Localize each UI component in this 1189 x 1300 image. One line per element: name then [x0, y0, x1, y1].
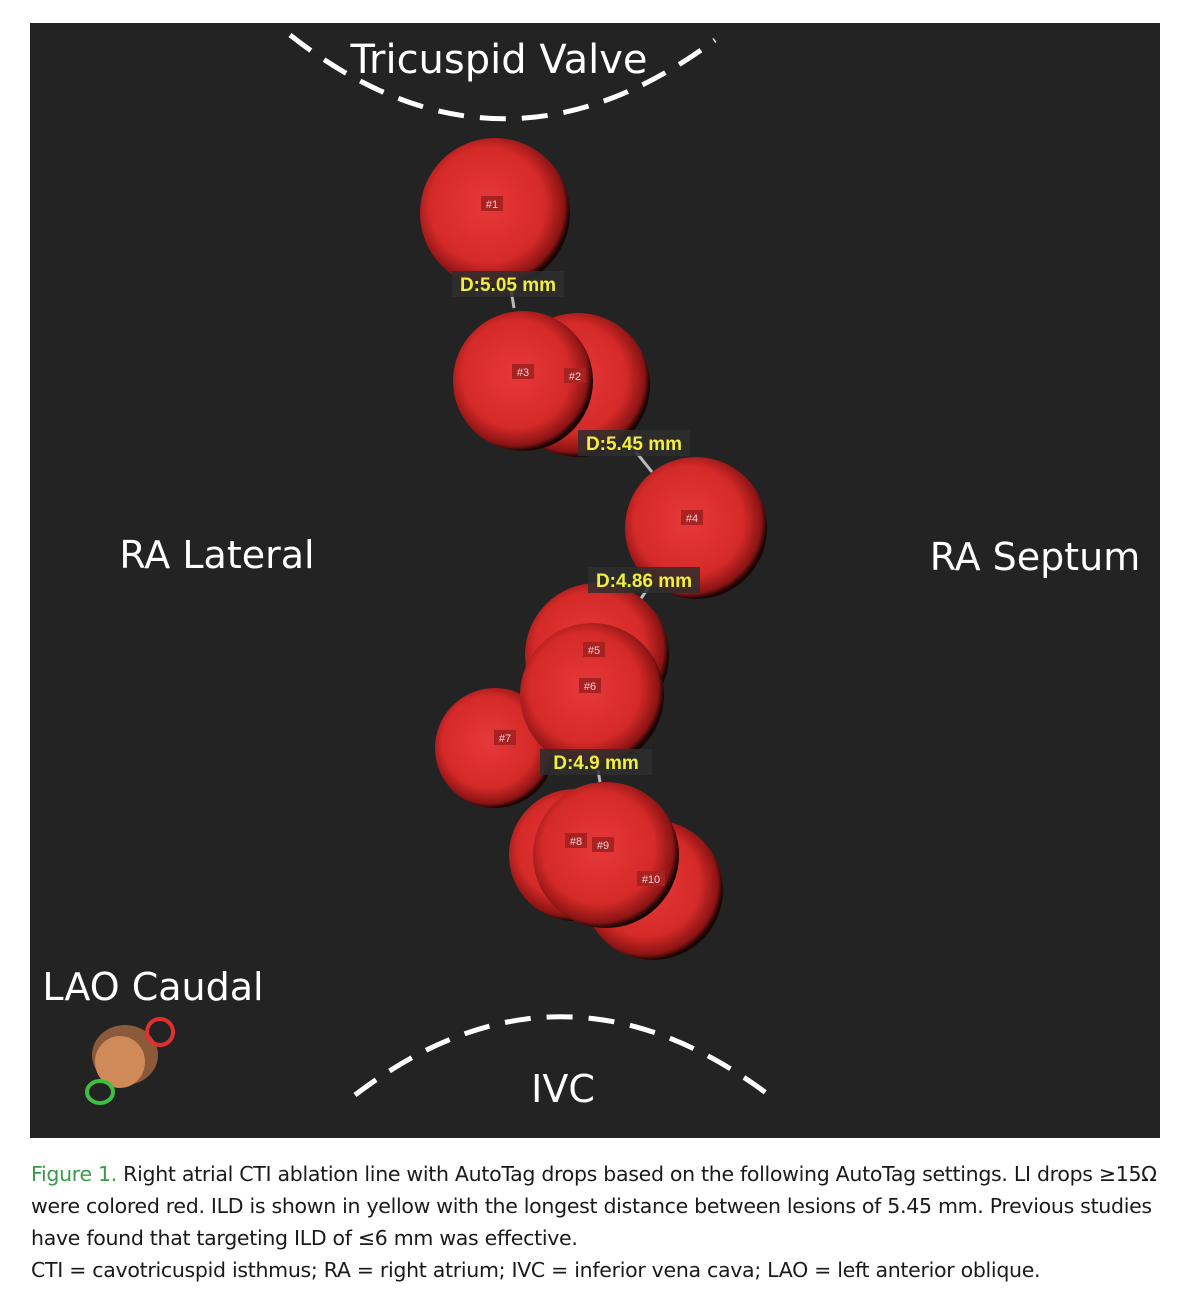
caption-lead: Figure 1.	[31, 1162, 117, 1186]
lesion-tag-6: #6	[584, 681, 596, 693]
lesion-tag-bg	[592, 837, 614, 852]
lesion-tag-bg	[583, 642, 605, 657]
distance-label: D:4.86 mm	[596, 571, 692, 592]
lesion-sphere	[625, 457, 767, 599]
lesion-tag-10: #10	[642, 874, 660, 886]
orientation-heart-icon	[85, 1017, 175, 1105]
lesion-tag-9: #9	[597, 840, 609, 852]
lesion-sphere	[420, 138, 570, 288]
caption-text: Right atrial CTI ablation line with Auto…	[31, 1162, 1157, 1250]
lesion-tag-4: #4	[686, 513, 698, 525]
distance-label-bg	[540, 749, 652, 775]
label-ivc: IVC	[531, 1067, 595, 1111]
label-tricuspid-valve: Tricuspid Valve	[349, 37, 647, 83]
lesion-tag-1: #1	[486, 199, 498, 211]
lesion-sphere	[520, 623, 664, 767]
lesion-tag-8: #8	[570, 836, 582, 848]
lesion-tag-bg	[564, 368, 586, 383]
distance-label-bg	[588, 567, 700, 593]
caption-abbreviations: CTI = cavotricuspid isthmus; RA = right …	[31, 1258, 1041, 1282]
label-ra-septum: RA Septum	[930, 535, 1141, 579]
distance-label-bg	[452, 271, 564, 297]
lesion-tag-2: #2	[569, 371, 581, 383]
lesion-sphere	[453, 311, 593, 451]
lesion-tag-bg	[637, 871, 665, 886]
distance-label: D:4.9 mm	[553, 753, 639, 774]
lesion-tag-bg	[681, 510, 703, 525]
lesion-tag-bg	[579, 678, 601, 693]
ivc-arc	[353, 1014, 780, 1104]
distance-label: D:5.05 mm	[460, 275, 556, 296]
lesion-sphere	[533, 782, 679, 928]
figure-caption: Figure 1. Right atrial CTI ablation line…	[31, 1158, 1166, 1286]
figure-image: Tricuspid Valve RA Lateral RA Septum LAO…	[30, 23, 1160, 1138]
tricuspid-valve-arc	[288, 33, 717, 122]
lesion-tag-bg	[565, 833, 587, 848]
label-ra-lateral: RA Lateral	[119, 533, 314, 577]
distance-label-bg	[578, 430, 690, 456]
lesion-tag-bg	[512, 364, 534, 379]
label-lao-caudal: LAO Caudal	[42, 965, 263, 1009]
lesion-tag-3: #3	[517, 367, 529, 379]
lesion-tag-7: #7	[499, 733, 511, 745]
lesion-tag-5: #5	[588, 645, 600, 657]
lesion-tag-bg	[481, 196, 503, 211]
distance-label: D:5.45 mm	[586, 434, 682, 455]
lesion-tag-bg	[494, 730, 516, 745]
